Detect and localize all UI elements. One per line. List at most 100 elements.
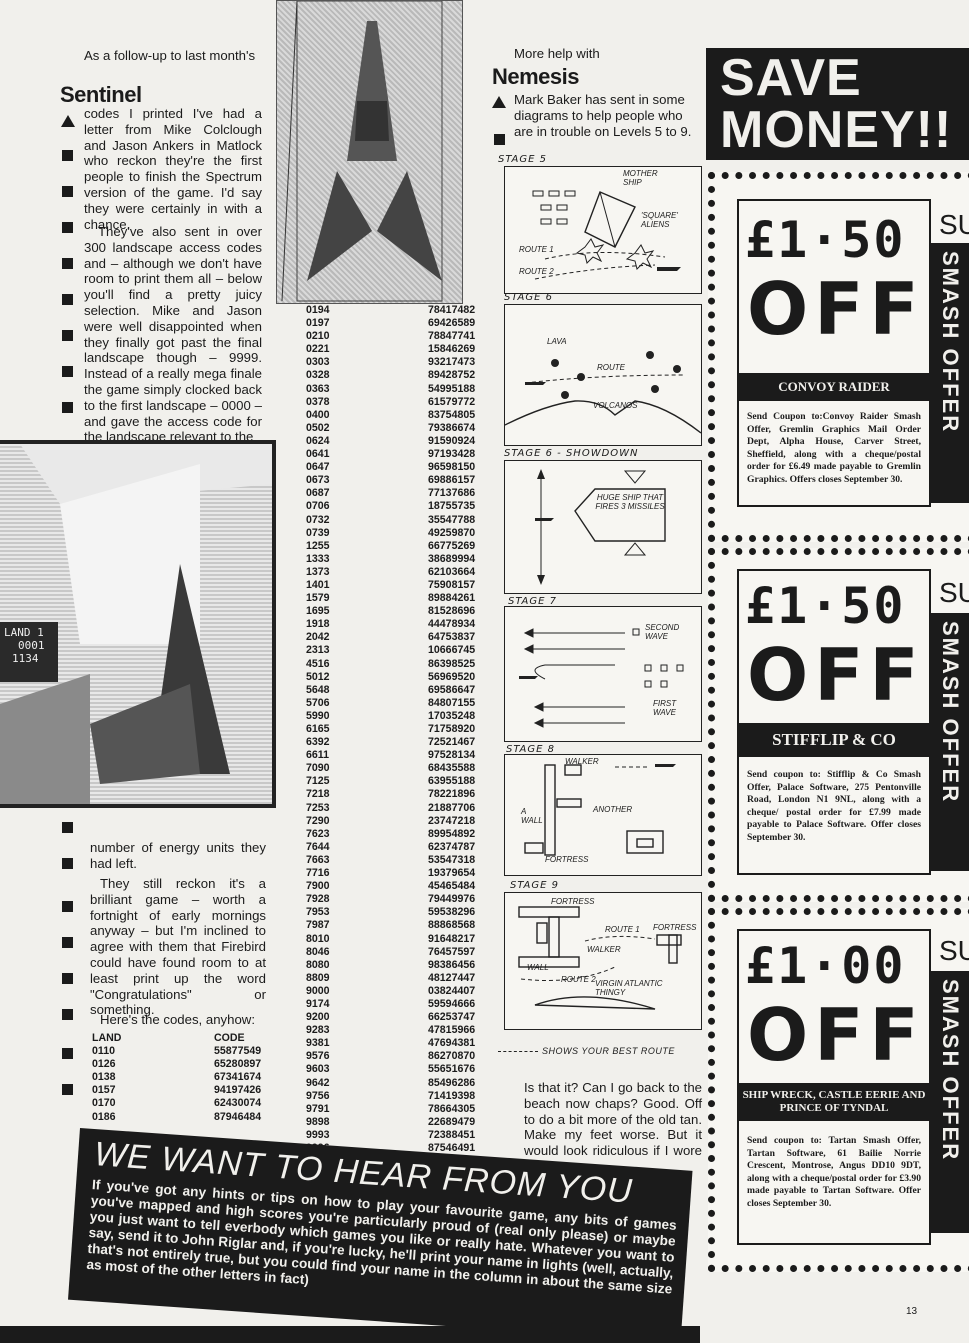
stage-9-virgin-atlantic: VIRGIN ATLANTIC THINGY [595,979,663,997]
coupon-price: £1·50 [745,577,906,635]
sentinel-screenshot-landscape: LAND 1 0001 1134 [0,440,276,808]
stage-9-fortress-1: FORTRESS [551,897,595,906]
coupon-side-label: SMASH OFFER [938,621,963,804]
nemesis-paragraph: Mark Baker has sent in some diagrams to … [514,92,692,139]
stage-8-wall: A WALL [521,807,543,825]
stage-7-label: STAGE 7 [508,596,557,607]
coupon-tartan[interactable]: £1·00 OFF SHIP WRECK, CASTLE EERIE AND P… [708,908,969,1272]
stage-9-route-2: ROUTE 2 [561,975,596,984]
stage-5-square-aliens: 'SQUARE' ALIENS [641,211,678,229]
coupon-game-title: STIFFLIP & CO [739,723,929,757]
coupon-side-strip [931,613,969,871]
stage-5-mother-ship: MOTHER SHIP [623,169,658,187]
stage-6-diagram: LAVA ROUTE VOLCANOS [504,304,702,446]
stage-9-label: STAGE 9 [510,880,559,891]
stage-7-second-wave: SECOND WAVE [645,623,680,641]
square-bullet-icon [62,937,73,948]
square-bullet-icon [62,186,73,197]
save-money-line-2: MONEY!! [720,101,953,159]
stage-8-label: STAGE 8 [506,744,555,755]
stage-6-label: STAGE 6 [504,292,553,303]
coupon-side-label: SMASH OFFER [938,979,963,1162]
coupon-off: OFF [747,993,925,1077]
square-bullet-icon [62,822,73,833]
triangle-bullet-icon [61,115,75,127]
square-bullet-icon [62,1009,73,1020]
square-bullet-icon [62,330,73,341]
footer-bar [0,1326,700,1343]
stage-6-showdown-diagram: HUGE SHIP THAT FIRES 3 MISSILES [504,460,702,594]
coupon-price: £1·50 [745,211,906,269]
sentinel-paragraph-5: Here's the codes, anyhow: [100,1012,255,1027]
coupon-text: Send coupon to: Tartan Smash Offer, Tart… [747,1135,921,1209]
coupon-side-cut: SU [939,577,969,608]
table-header-land: LAND [92,1032,122,1044]
save-money-line-1: SAVE [720,49,862,107]
coupon-game-title: CONVOY RAIDER [739,373,929,401]
stage-7-first-wave: FIRST WAVE [653,699,677,717]
square-bullet-icon [62,258,73,269]
nemesis-intro: More help with [514,46,600,61]
page-number: 13 [906,1306,918,1317]
square-bullet-icon [62,1048,73,1059]
stage-9-walker: WALKER [587,945,621,954]
stage-9-wall: WALL [527,963,549,972]
screen-land-label: LAND 1 [4,626,44,639]
stage-6-lava: LAVA [547,337,567,346]
coupon-stifflip[interactable]: £1·50 OFF STIFFLIP & CO Send coupon to: … [708,548,969,902]
sentinel-heading: Sentinel [60,82,142,107]
stage-6-volcanos: VOLCANOS [593,401,638,410]
square-bullet-icon [62,222,73,233]
square-bullet-icon [494,134,505,145]
triangle-bullet-icon [492,96,506,108]
stage-5-label: STAGE 5 [498,154,547,165]
screen-land-number: 0001 [18,639,45,652]
stage-9-route-1: ROUTE 1 [605,925,640,934]
stage-6-showdown-label: STAGE 6 - SHOWDOWN [504,448,639,459]
square-bullet-icon [62,858,73,869]
stage-5-route-1: ROUTE 1 [519,245,554,254]
coupon-price: £1·00 [745,937,906,995]
stage-9-diagram: FORTRESS FORTRESS ROUTE 1 WALKER WALL RO… [504,892,702,1030]
coupon-convoy-raider[interactable]: £1·50 OFF CONVOY RAIDER Send Coupon to:C… [708,172,969,542]
square-bullet-icon [62,402,73,413]
coupon-text: Send coupon to: Stifflip & Co Smash Offe… [747,769,921,843]
sentinel-screenshot-tower [276,0,463,304]
